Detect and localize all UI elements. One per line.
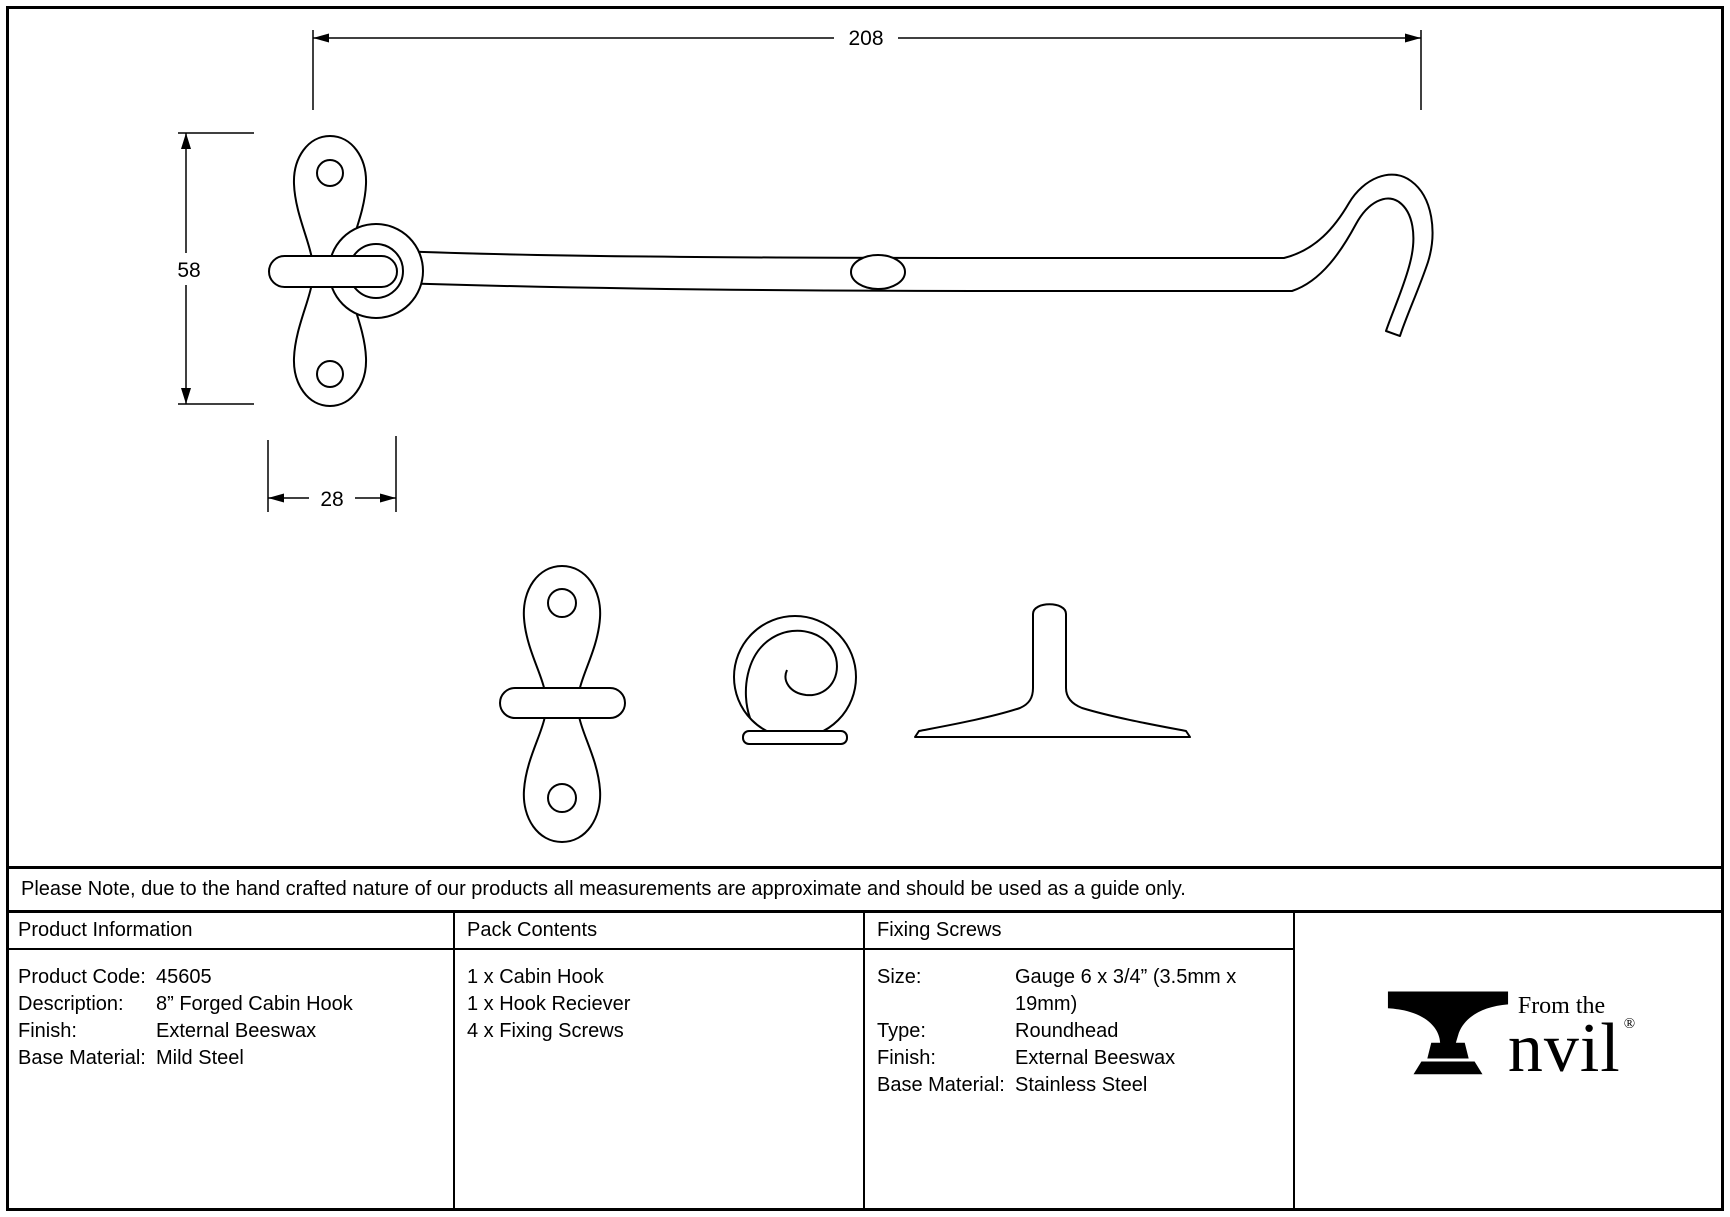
pack-item: 1 x Cabin Hook (467, 966, 604, 988)
side-profile-outline (914, 603, 1191, 738)
pack-item: 4 x Fixing Screws (467, 1020, 624, 1042)
info-row: Finish: External Beeswax (877, 1045, 1293, 1072)
fixing-screws-header: Fixing Screws (865, 913, 1295, 950)
info-value: External Beeswax (1015, 1047, 1176, 1069)
logo-brand-text: nvil (1507, 1010, 1621, 1088)
receiver-wire-loop (744, 629, 838, 719)
info-label: Type: (877, 1020, 926, 1042)
info-label: Size: (877, 966, 922, 988)
screw-hole-top (316, 159, 344, 187)
registered-trademark: ® (1623, 1016, 1636, 1033)
product-info-cell: Product Code: 45605 Description: 8” Forg… (6, 950, 455, 1211)
pack-item: 1 x Hook Reciever (467, 993, 631, 1015)
logo-tagline: From the (1517, 993, 1606, 1020)
arrowhead-left (268, 493, 284, 503)
info-row: Base Material: Mild Steel (18, 1045, 453, 1072)
info-row: Finish: External Beeswax (18, 1018, 453, 1045)
anvil-icon (1387, 991, 1508, 1075)
measurement-note: Please Note, due to the hand crafted nat… (6, 866, 1724, 910)
info-label: Base Material: (18, 1047, 146, 1069)
info-row: Product Code: 45605 (18, 964, 453, 991)
arrowhead-right (380, 493, 396, 503)
info-label: Description: (18, 993, 124, 1015)
info-value: Gauge 6 x 3/4” (3.5mm x 19mm) (1015, 966, 1237, 1015)
receiver-ring (733, 615, 857, 739)
logo-text: From the nvil ® (1507, 993, 1636, 1088)
receiver-base (742, 730, 848, 745)
info-label: Finish: (18, 1020, 77, 1042)
info-row: Size: Gauge 6 x 3/4” (3.5mm x 19mm) (877, 964, 1293, 1018)
pivot-pin (268, 255, 398, 288)
cabin-hook-assembly (268, 135, 1434, 407)
dim-width-label: 28 (320, 488, 343, 511)
note-text: Please Note, due to the hand crafted nat… (21, 878, 1186, 900)
plate-front-view (499, 565, 626, 843)
dim-length-label: 208 (848, 27, 883, 50)
pack-contents-header: Pack Contents (455, 913, 865, 950)
info-row: Base Material: Stainless Steel (877, 1072, 1293, 1099)
fixing-screws-cell: Size: Gauge 6 x 3/4” (3.5mm x 19mm) Type… (865, 950, 1295, 1211)
dimension-width: 28 (267, 436, 397, 513)
from-the-anvil-logo: From the nvil ® (1384, 977, 1636, 1088)
info-row: Type: Roundhead (877, 1018, 1293, 1045)
info-value: External Beeswax (156, 1020, 317, 1042)
screw-hole-bottom (547, 783, 577, 813)
brand-logo-cell: From the nvil ® (1295, 913, 1724, 1211)
info-value: Roundhead (1015, 1020, 1119, 1042)
info-value: Stainless Steel (1015, 1074, 1148, 1096)
dimension-height: 58 (168, 132, 254, 405)
info-label: Base Material: (877, 1074, 1005, 1096)
pivot-pin (499, 687, 626, 719)
dimension-length: 208 (312, 23, 1422, 110)
info-value: 8” Forged Cabin Hook (156, 993, 353, 1015)
technical-drawing: 208 58 28 (168, 23, 1434, 843)
shaft-bulge (850, 254, 906, 290)
info-value: 45605 (156, 966, 212, 988)
arrowhead-down (181, 388, 191, 404)
info-label: Product Code: (18, 966, 146, 988)
arrowhead-right (1405, 33, 1421, 43)
pack-contents-cell: 1 x Cabin Hook 1 x Hook Reciever 4 x Fix… (455, 950, 865, 1211)
screw-hole-top (547, 588, 577, 618)
spec-table: Product Information Pack Contents Fixing… (6, 910, 1724, 1211)
hook-receiver-view (733, 615, 857, 745)
receiver-side-view (914, 603, 1191, 738)
info-label: Finish: (877, 1047, 936, 1069)
arrowhead-up (181, 133, 191, 149)
screw-hole-bottom (316, 360, 344, 388)
dim-height-label: 58 (177, 259, 200, 282)
arrowhead-left (313, 33, 329, 43)
info-value: Mild Steel (156, 1047, 244, 1069)
info-row: Description: 8” Forged Cabin Hook (18, 991, 453, 1018)
product-info-header: Product Information (6, 913, 455, 950)
hook-shaft (392, 173, 1434, 337)
